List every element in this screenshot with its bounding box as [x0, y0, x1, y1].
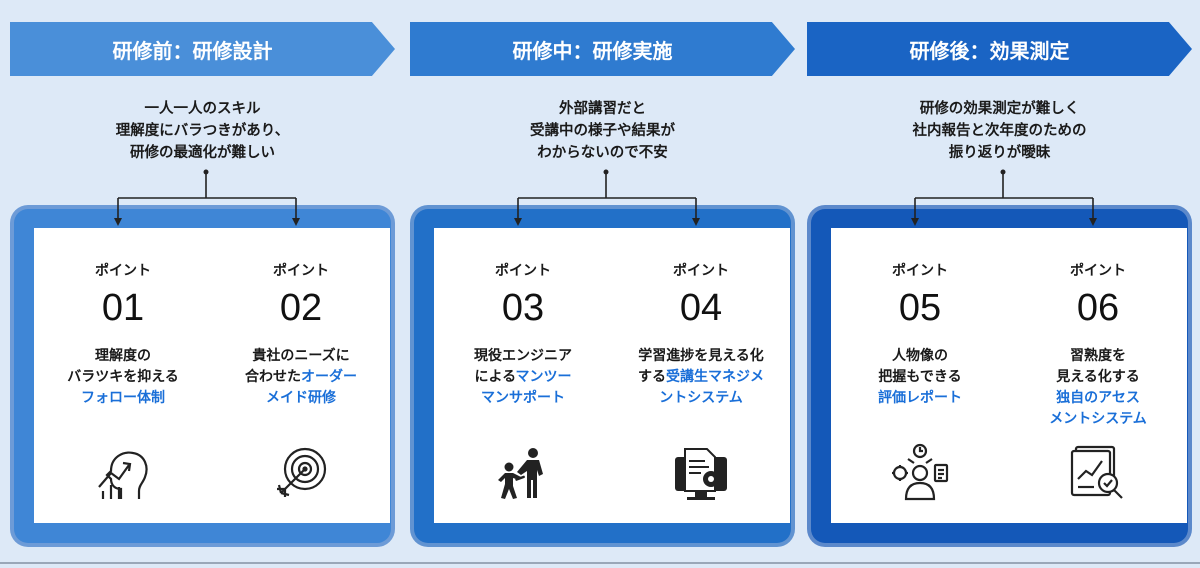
description-text: する — [638, 369, 666, 385]
problem-line: 一人一人のスキル — [144, 101, 261, 117]
point-description: 習熟度を見える化する独自のアセスメントシステム — [1009, 346, 1187, 430]
phase-3: 研修後：効果測定研修の効果測定が難しく社内報告と次年度のための振り返りが曖昧ポイ… — [797, 0, 1192, 560]
branch-connector — [514, 169, 700, 226]
description-line: 人物像の — [892, 348, 948, 364]
description-line: 貴社のニーズに — [252, 348, 350, 364]
problem-statement: 研修の効果測定が難しく社内報告と次年度のための振り返りが曖昧 — [807, 98, 1192, 164]
point-card: ポイント 05 人物像の把握もできる評価レポート — [831, 228, 1009, 523]
problem-line: 振り返りが曖昧 — [948, 145, 1051, 161]
point-description: 学習進捗を見える化する受講生マネジメントシステム — [612, 346, 790, 409]
point-card: ポイント 06 習熟度を見える化する独自のアセスメントシステム — [1009, 228, 1187, 523]
point-label: ポイント — [495, 263, 551, 279]
problem-line: 理解度にバラつきがあり、 — [115, 123, 290, 139]
description-text: による — [474, 369, 516, 385]
bottom-rule — [0, 562, 1200, 564]
point-number: 06 — [1076, 287, 1120, 329]
description-line: 習熟度を — [1070, 348, 1126, 364]
point-number: 05 — [898, 287, 942, 329]
helping-hand-icon — [493, 443, 553, 503]
phase-title-arrow: 研修前：研修設計 — [10, 22, 395, 76]
highlight-text: 独自のアセス — [1056, 390, 1140, 406]
point-description: 現役エンジニアによるマンツーマンサポート — [434, 346, 612, 409]
branch-connector — [114, 169, 300, 226]
point-label: ポイント — [673, 263, 729, 279]
description-text: 合わせた — [245, 369, 301, 385]
highlight-text: オーダー — [301, 369, 357, 385]
description-line: 合わせたオーダー — [212, 367, 390, 388]
description-line: する受講生マネジメ — [612, 367, 790, 388]
phase-title-arrow: 研修中：研修実施 — [410, 22, 795, 76]
point-description: 貴社のニーズに合わせたオーダーメイド研修 — [212, 346, 390, 409]
point-description: 人物像の把握もできる評価レポート — [831, 346, 1009, 409]
point-description: 理解度のバラツキを抑えるフォロー体制 — [34, 346, 212, 409]
highlight-text: メントシステム — [1049, 411, 1147, 427]
chart-magnifier-icon — [1068, 443, 1128, 503]
point-number: 01 — [101, 287, 145, 329]
description-line: バラツキを抑える — [67, 369, 179, 385]
problem-line: わからないので不安 — [537, 145, 668, 161]
branch-connector — [911, 169, 1097, 226]
description-line: によるマンツー — [434, 367, 612, 388]
description-line: 見える化する — [1056, 369, 1140, 385]
phase-2: 研修中：研修実施外部講習だと受講中の様子や結果がわからないので不安ポイント 03 現… — [400, 0, 795, 560]
point-number: 03 — [501, 287, 545, 329]
highlight-text: ントシステム — [659, 390, 743, 406]
highlight-text: マンサポート — [481, 390, 565, 406]
description-line: 理解度の — [95, 348, 151, 364]
problem-statement: 外部講習だと受講中の様子や結果がわからないので不安 — [410, 98, 795, 164]
document-gear-icon — [671, 443, 731, 503]
growth-chart-head-icon — [93, 443, 153, 503]
problem-statement: 一人一人のスキル理解度にバラつきがあり、研修の最適化が難しい — [10, 98, 395, 164]
point-label: ポイント — [1070, 263, 1126, 279]
phase-1: 研修前：研修設計一人一人のスキル理解度にバラつきがあり、研修の最適化が難しいポイ… — [0, 0, 395, 560]
problem-line: 受講中の様子や結果が — [530, 123, 675, 139]
description-line: 現役エンジニア — [474, 348, 572, 364]
point-card: ポイント 01 理解度のバラツキを抑えるフォロー体制 — [34, 228, 212, 523]
problem-line: 研修の効果測定が難しく — [919, 101, 1080, 117]
person-report-icon — [890, 443, 950, 503]
target-arrow-icon — [271, 443, 331, 503]
phase-title-arrow: 研修後：効果測定 — [807, 22, 1192, 76]
highlight-text: 評価レポート — [878, 390, 962, 406]
description-line: 学習進捗を見える化 — [638, 348, 764, 364]
problem-line: 外部講習だと — [559, 101, 646, 117]
point-number: 04 — [679, 287, 723, 329]
point-label: ポイント — [273, 263, 329, 279]
highlight-text: メイド研修 — [266, 390, 336, 406]
highlight-text: マンツー — [515, 369, 572, 385]
problem-line: 研修の最適化が難しい — [130, 145, 275, 161]
highlight-text: 受講生マネジメ — [666, 369, 764, 385]
description-line: 把握もできる — [878, 369, 962, 385]
problem-line: 社内報告と次年度のための — [912, 123, 1087, 139]
point-label: ポイント — [892, 263, 948, 279]
point-card: ポイント 02 貴社のニーズに合わせたオーダーメイド研修 — [212, 228, 390, 523]
point-label: ポイント — [95, 263, 151, 279]
highlight-text: フォロー体制 — [81, 390, 165, 406]
point-number: 02 — [279, 287, 323, 329]
